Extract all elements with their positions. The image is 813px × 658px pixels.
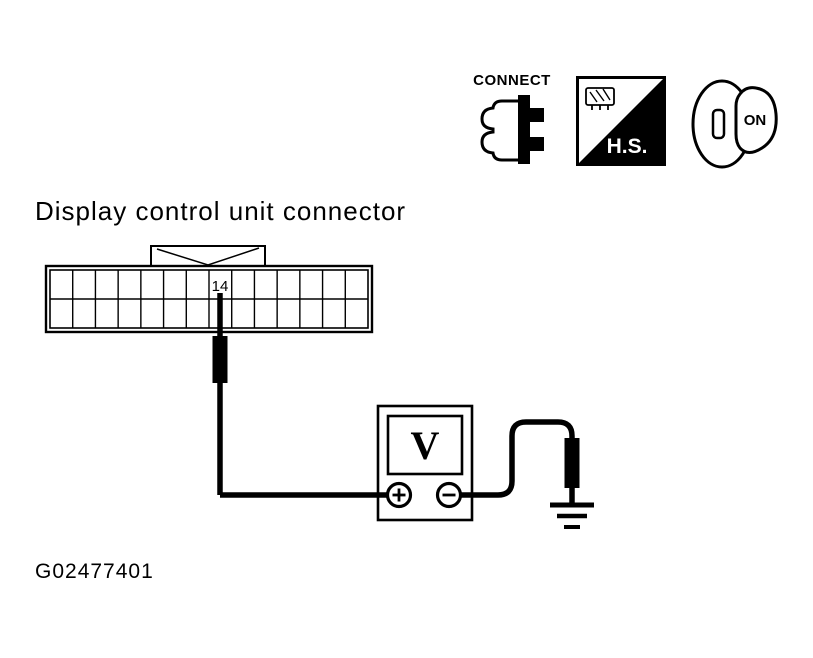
plus-terminal-icon [385, 481, 413, 509]
page-title: Display control unit connector [35, 196, 407, 226]
plug-housing [480, 99, 524, 162]
connector-body: 14 [44, 264, 374, 334]
ground-icon [550, 502, 594, 529]
hs-diagonal [577, 77, 665, 165]
connector-pin-grid [50, 270, 368, 328]
wire-minus-to-ground [449, 419, 575, 503]
ignition-indicator: ON [686, 72, 780, 179]
wire-sleeve-left [212, 336, 228, 383]
minus-terminal-icon [435, 481, 463, 509]
hs-label: H.S. [607, 135, 648, 158]
ignition-key-head [734, 86, 778, 154]
connect-indicator-label: CONNECT [473, 72, 551, 89]
plug-prongs [518, 95, 544, 164]
ignition-label: ON [744, 112, 767, 129]
ignition-slot [711, 108, 726, 140]
wire-sleeve-right [564, 438, 580, 488]
hs-indicator: H.S. [576, 76, 666, 171]
hs-tool-icon: H.S. [576, 76, 666, 166]
wiring-diagram: 14 V [44, 245, 594, 529]
connect-plug-icon [480, 95, 544, 164]
pin14-label: 14 [212, 278, 229, 295]
voltmeter-display [386, 414, 464, 476]
figure-id: G02477401 [35, 560, 154, 583]
hs-connector-sketch [585, 87, 615, 110]
connect-indicator: CONNECT [466, 72, 558, 169]
wires [217, 293, 575, 503]
connector-tab [150, 245, 266, 268]
voltmeter-label: V [411, 423, 440, 468]
ignition-key-icon: ON [691, 79, 778, 169]
